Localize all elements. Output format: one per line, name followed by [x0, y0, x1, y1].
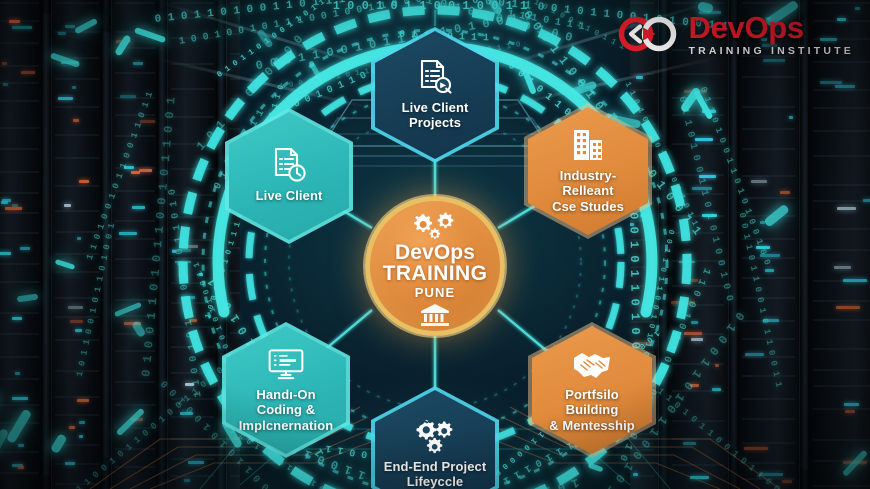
gears-icon	[416, 419, 453, 453]
office-buildings-icon	[574, 130, 602, 160]
devops-infinity-logo-icon	[619, 16, 677, 52]
center-line2: TRAINING	[382, 262, 488, 286]
gears-icon	[414, 212, 454, 239]
brand-name: DevOps	[688, 9, 804, 45]
brand-tagline: TRAINING INSTITUTE	[688, 44, 854, 57]
center-line3: PUNE	[414, 285, 456, 301]
document-search-icon	[420, 59, 452, 94]
hex-label: Live Client	[255, 188, 323, 204]
hex-label: Portfsilo Building& Mentesship	[549, 387, 635, 433]
document-clock-icon	[274, 148, 306, 182]
node-live-client[interactable]: Live Client	[225, 108, 353, 244]
institute-building-icon	[421, 303, 449, 326]
center-line1: DevOps	[395, 241, 475, 264]
handshake-icon	[574, 353, 610, 378]
center-badge[interactable]: DevOps TRAINING PUNE	[365, 196, 505, 336]
node-portfolio-building-mentorship[interactable]: Portfsilo Building& Mentesship	[528, 322, 656, 458]
hex-label: Handı-On Coding &Implcnernation	[238, 387, 334, 433]
brand-logo-text: DevOps TRAINING INSTITUTE	[688, 12, 854, 57]
brand-logo[interactable]: DevOps TRAINING INSTITUTE	[617, 10, 854, 58]
node-hands-on-coding-implementation[interactable]: Handı-On Coding &Implcnernation	[222, 322, 350, 458]
monitor-code-icon	[268, 349, 304, 380]
